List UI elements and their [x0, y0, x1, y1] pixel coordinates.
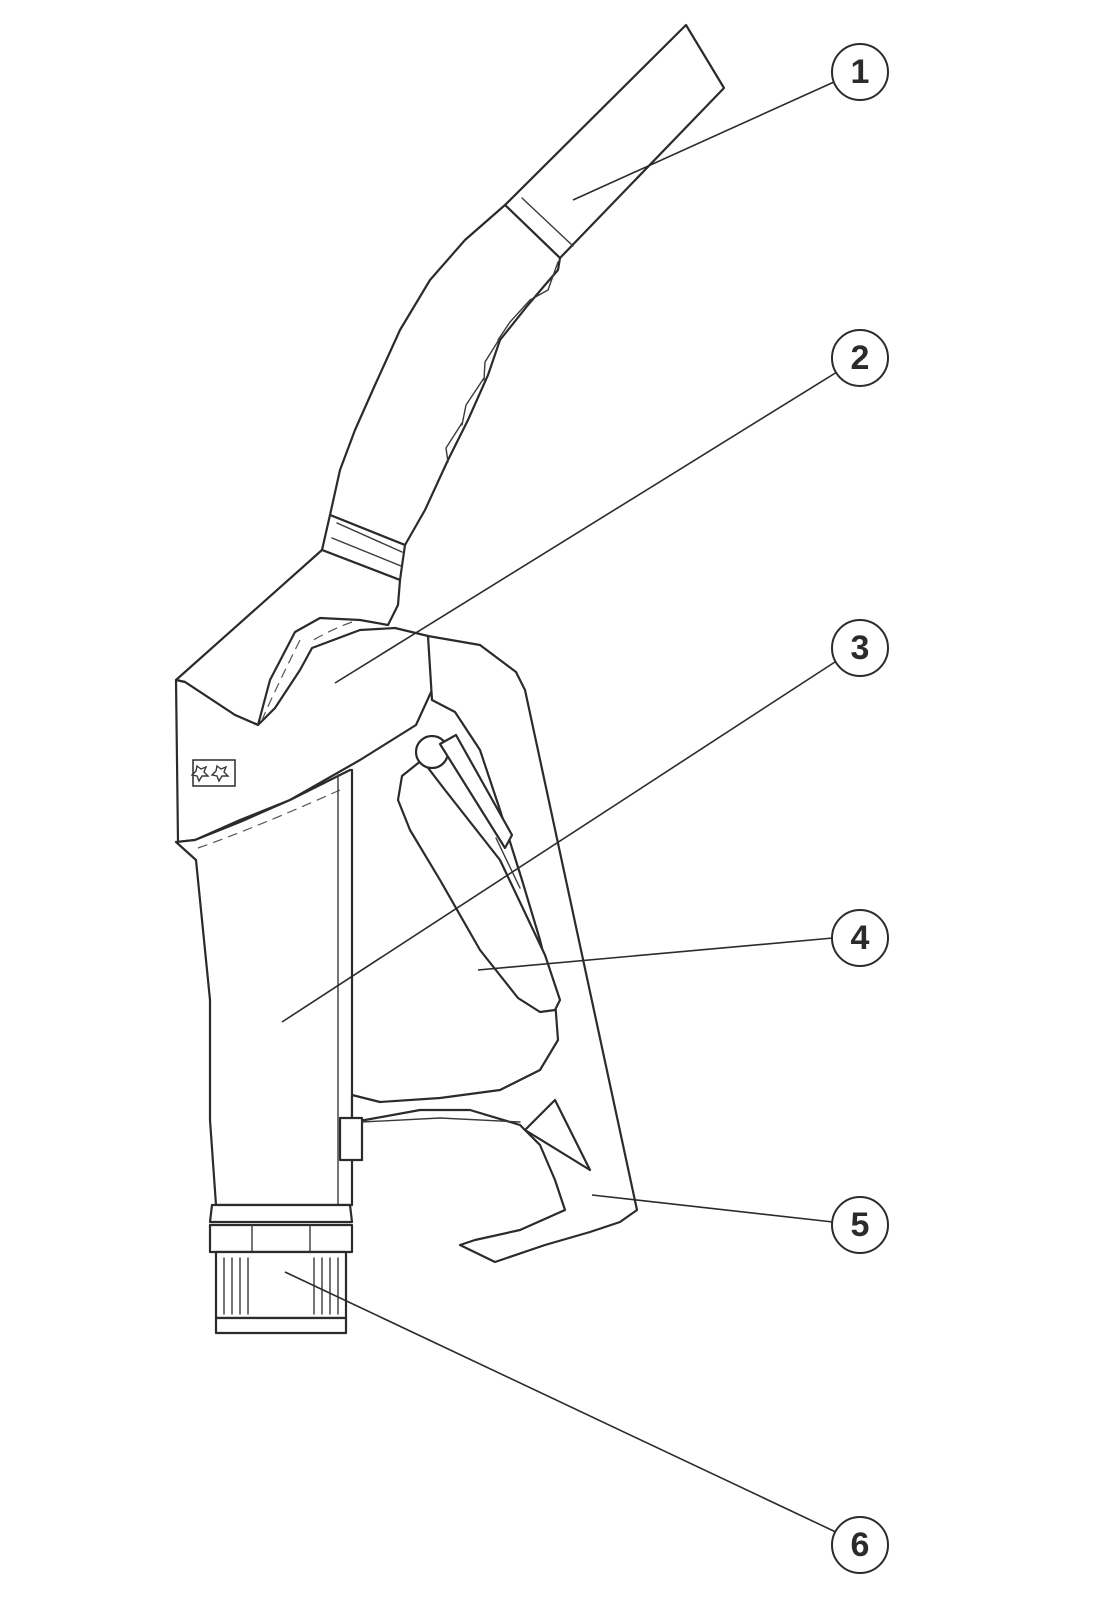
leader-4 — [477, 937, 834, 971]
callout-2-number: 2 — [851, 339, 870, 377]
callout-1-number: 1 — [851, 53, 870, 91]
callout-5: 5 — [831, 1196, 889, 1254]
leader-6 — [284, 1271, 841, 1535]
callout-3: 3 — [831, 619, 889, 677]
spout — [320, 23, 726, 582]
handle — [174, 768, 354, 1224]
leader-1 — [572, 81, 835, 201]
callout-4: 4 — [831, 909, 889, 967]
inlet-swivel — [208, 1223, 354, 1335]
lever-guard — [338, 634, 639, 1264]
callout-3-number: 3 — [851, 629, 870, 667]
upper-body — [174, 548, 434, 844]
callout-6-number: 6 — [851, 1526, 870, 1564]
leader-2 — [334, 371, 838, 684]
callout-4-number: 4 — [851, 919, 870, 957]
callout-1: 1 — [831, 43, 889, 101]
callout-5-number: 5 — [851, 1206, 870, 1244]
leader-lines — [281, 81, 841, 1535]
leader-3 — [281, 659, 839, 1023]
stars-emblem-icon — [190, 759, 236, 787]
callout-6: 6 — [831, 1516, 889, 1574]
leader-5 — [591, 1194, 834, 1223]
callout-2: 2 — [831, 329, 889, 387]
